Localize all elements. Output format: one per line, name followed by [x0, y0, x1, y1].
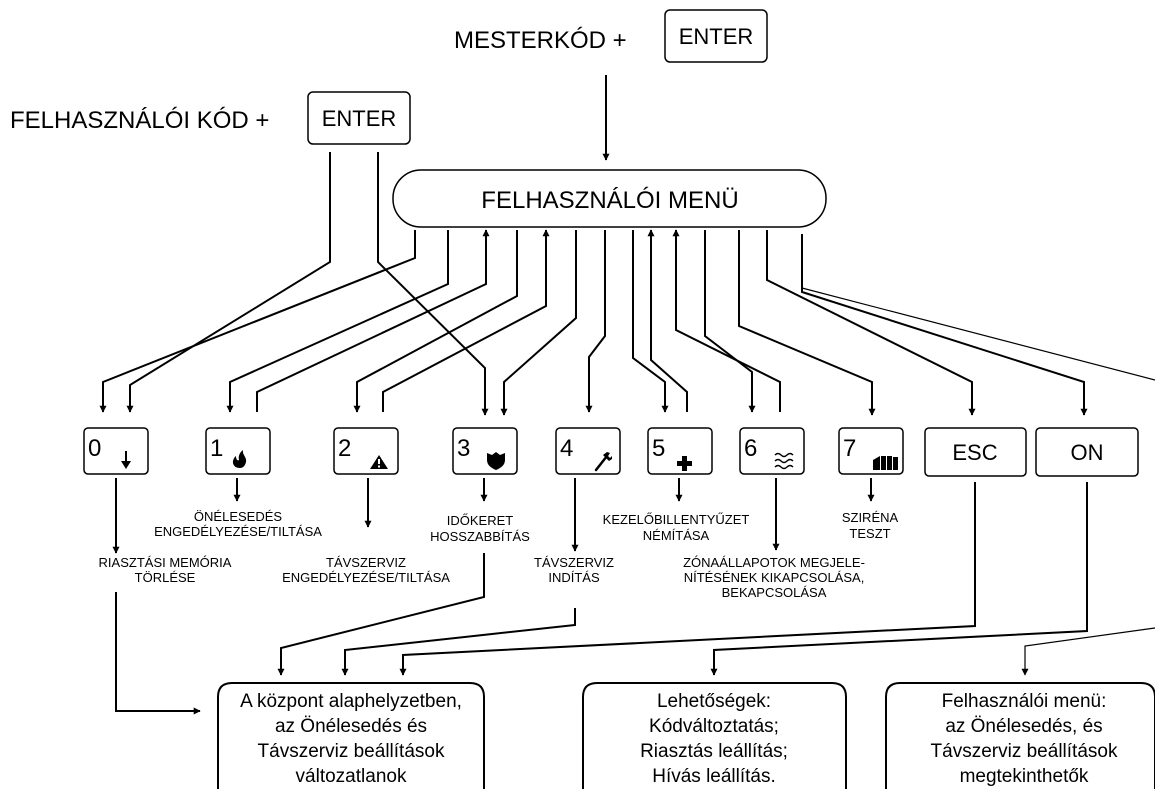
key-4[interactable]: 4: [555, 427, 621, 475]
esc-button[interactable]: ESC: [924, 427, 1027, 477]
caption-key-6-line-1: ZÓNAÁLLAPOTOK MEGJELE-: [683, 555, 865, 570]
caption-key-0-line-2: TÖRLÉSE: [135, 570, 196, 585]
caption-key-7-line-1: SZIRÉNA: [842, 510, 899, 525]
caption-key-3: IDŐKERET HOSSZABBÍTÁS: [430, 513, 530, 544]
on-button[interactable]: ON: [1035, 427, 1139, 477]
caption-key-5-line-1: KEZELŐBILLENTYŰZET: [603, 512, 750, 527]
key-7[interactable]: 7: [838, 427, 904, 475]
result-box-view-line-1: Felhasználói menü:: [942, 691, 1107, 712]
down-arrow-icon: [121, 451, 131, 469]
key-2-digit: 2: [338, 435, 351, 462]
key-caption-arrows: [112, 478, 875, 554]
caption-key-2-line-1: TÁVSZERVIZ: [326, 555, 406, 570]
caption-key-0: RIASZTÁSI MEMÓRIA TÖRLÉSE: [99, 555, 232, 585]
caption-key-5-line-2: NÉMÍTÁSA: [643, 528, 710, 543]
key-6[interactable]: 6: [739, 427, 805, 475]
user-code-label: FELHASZNÁLÓI KÓD +: [10, 107, 269, 134]
key-7-digit: 7: [843, 435, 856, 462]
result-box-default-line-3: Távszerviz beállítások: [258, 741, 445, 762]
flame-icon: [232, 450, 247, 468]
caption-key-1-line-1: ÖNÉLESEDÉS: [194, 509, 282, 524]
caption-key-3-line-1: IDŐKERET: [447, 513, 514, 528]
result-box-options-line-1: Lehetőségek:: [657, 691, 771, 712]
result-box-view-line-3: Távszerviz beállítások: [931, 741, 1118, 762]
esc-label: ESC: [952, 440, 997, 465]
caption-key-3-line-2: HOSSZABBÍTÁS: [430, 529, 530, 544]
key-5-digit: 5: [652, 435, 665, 462]
key-4-digit: 4: [560, 435, 573, 462]
caption-key-4: TÁVSZERVIZ INDÍTÁS: [534, 555, 614, 585]
caption-key-6: ZÓNAÁLLAPOTOK MEGJELE- NÍTÉSÉNEK KIKAPCS…: [683, 555, 865, 600]
caption-key-6-line-2: NÍTÉSÉNEK KIKAPCSOLÁSA,: [684, 570, 865, 585]
caption-key-7: SZIRÉNA TESZT: [842, 510, 899, 541]
result-box-options-line-3: Riasztás leállítás;: [640, 741, 788, 762]
warning-triangle-icon: [370, 455, 388, 469]
medical-cross-icon: [677, 456, 692, 471]
master-enter-button[interactable]: ENTER: [664, 9, 768, 63]
result-arrows: [115, 482, 1155, 715]
user-enter-button[interactable]: ENTER: [307, 91, 411, 145]
key-3[interactable]: 3: [452, 427, 518, 475]
on-label: ON: [1071, 440, 1104, 465]
caption-key-7-line-2: TESZT: [849, 526, 890, 541]
connector-lines: [99, 152, 1155, 416]
key-6-digit: 6: [744, 435, 757, 462]
key-1[interactable]: 1: [205, 427, 271, 475]
caption-key-2: TÁVSZERVIZ ENGEDÉLYEZÉSE/TILTÁSA: [282, 555, 450, 585]
police-badge-icon: [487, 452, 505, 470]
siren-icon: [873, 456, 898, 470]
caption-key-4-line-2: INDÍTÁS: [548, 570, 600, 585]
key-0-digit: 0: [88, 435, 101, 462]
result-box-view-line-4: megtekinthetők: [960, 766, 1089, 787]
wrench-icon: [594, 452, 612, 472]
result-box-default-line-4: változatlanok: [296, 766, 407, 787]
result-box-options-line-4: Hívás leállítás.: [652, 766, 776, 787]
key-5[interactable]: 5: [647, 427, 713, 475]
user-menu-pill: FELHASZNÁLÓI MENÜ: [392, 169, 827, 228]
caption-key-5: KEZELŐBILLENTYŰZET NÉMÍTÁSA: [603, 512, 750, 543]
caption-key-1-line-2: ENGEDÉLYEZÉSE/TILTÁSA: [154, 524, 322, 539]
caption-key-2-line-2: ENGEDÉLYEZÉSE/TILTÁSA: [282, 570, 450, 585]
result-box-default-line-1: A központ alaphelyzetben,: [240, 691, 462, 712]
key-1-digit: 1: [210, 435, 223, 462]
key-2[interactable]: 2: [333, 427, 399, 475]
caption-key-4-line-1: TÁVSZERVIZ: [534, 555, 614, 570]
caption-key-6-line-3: BEKAPCSOLÁSA: [722, 585, 827, 600]
user-enter-label: ENTER: [322, 106, 397, 131]
result-box-view-line-2: az Önélesedés, és: [945, 716, 1102, 737]
result-box-default: A központ alaphelyzetben, az Önélesedés …: [217, 682, 485, 789]
caption-key-1: ÖNÉLESEDÉS ENGEDÉLYEZÉSE/TILTÁSA: [154, 509, 322, 539]
result-box-options-line-2: Kódváltoztatás;: [649, 716, 779, 737]
key-3-digit: 3: [457, 435, 470, 462]
result-box-view: Felhasználói menü: az Önélesedés, és Táv…: [885, 682, 1155, 789]
master-enter-label: ENTER: [679, 24, 754, 49]
waves-icon: [774, 452, 794, 470]
menu-title: FELHASZNÁLÓI MENÜ: [481, 187, 738, 214]
result-box-options: Lehetőségek: Kódváltoztatás; Riasztás le…: [582, 682, 847, 789]
master-code-label: MESTERKÓD +: [454, 27, 627, 54]
result-box-default-line-2: az Önélesedés és: [275, 716, 427, 737]
caption-key-0-line-1: RIASZTÁSI MEMÓRIA: [99, 555, 232, 570]
key-0[interactable]: 0: [83, 427, 149, 475]
